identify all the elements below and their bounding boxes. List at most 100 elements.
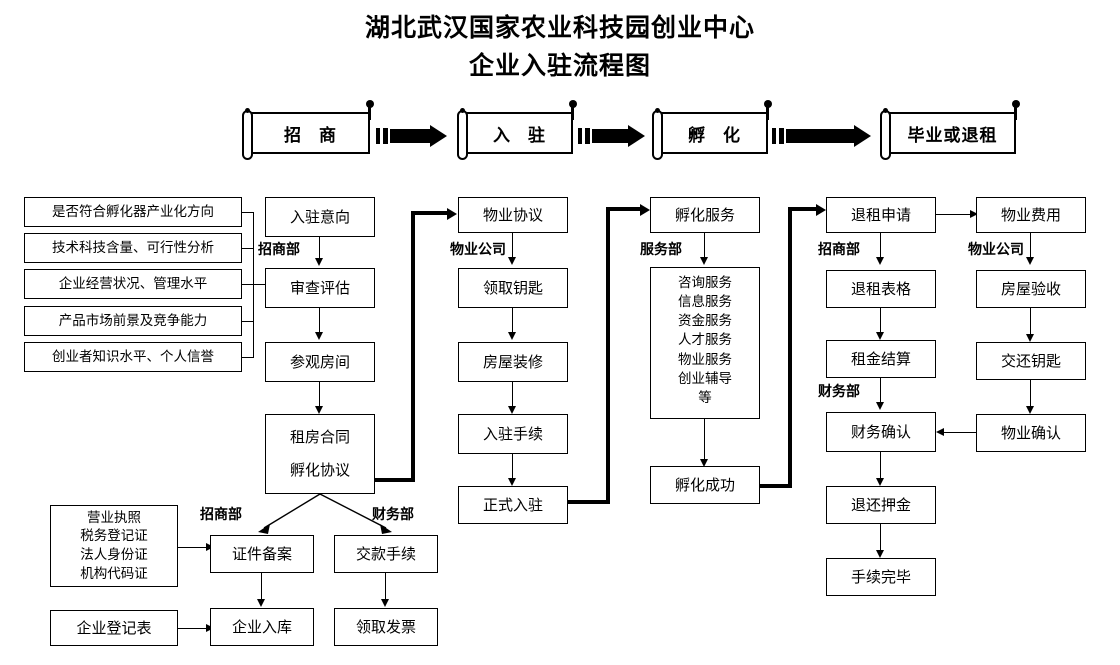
node-rent-settlement: 租金结算 (826, 340, 936, 378)
node-label: 正式入驻 (482, 495, 543, 514)
certificate-item: 税务登记证 (80, 528, 148, 545)
node-collect-keys: 领取钥匙 (458, 268, 568, 308)
node-label: 参观房间 (289, 352, 350, 371)
node-label: 房屋装修 (482, 352, 543, 371)
node-enterprise-warehouse: 企业入库 (210, 608, 314, 646)
edge-decoration-to-procedures-arrow (508, 406, 516, 414)
node-label: 物业协议 (482, 205, 543, 224)
node-label: 租金结算 (850, 349, 911, 368)
edge-exitapp-to-form (880, 233, 882, 263)
edge-certs-to-filing (178, 547, 208, 549)
scroll-roller-right (1014, 104, 1017, 120)
edge-confirm-to-refund-arrow (876, 478, 884, 486)
stage-arrow-2 (578, 125, 645, 147)
criteria-connector-1 (242, 212, 254, 214)
scroll-knob-right (366, 100, 374, 108)
edge-procedures-to-official (512, 454, 514, 484)
node-label: 退租申请 (850, 205, 911, 224)
edge-filing-to-warehouse-arrow (257, 599, 265, 607)
stage-label: 入 驻 (493, 125, 551, 146)
node-deposit-refund: 退还押金 (826, 486, 936, 524)
thick-edge-success-to-exit-h1 (760, 484, 792, 488)
edge-procedures-to-official-arrow (508, 478, 516, 486)
node-lease-contract: 租房合同 孵化协议 (265, 414, 375, 494)
thick-edge-settle-to-service-v (606, 207, 610, 504)
criteria-box-5: 创业者知识水平、个人信誉 (24, 342, 242, 372)
node-label: 企业入库 (231, 617, 292, 636)
edge-exitapp-to-fee (936, 214, 972, 216)
node-official-settle: 正式入驻 (458, 486, 568, 524)
edge-fee-to-inspection (1030, 233, 1032, 263)
edge-filing-to-warehouse (261, 573, 263, 605)
node-exit-application: 退租申请 (826, 197, 936, 233)
node-procedure-complete: 手续完毕 (826, 558, 936, 596)
stage-arrow-3 (772, 125, 872, 147)
stage-label: 毕业或退租 (907, 125, 998, 146)
certificate-item: 机构代码证 (80, 565, 148, 582)
node-certificate-filing: 证件备案 (210, 535, 314, 573)
stage-arrow-1 (376, 125, 448, 147)
edge-exitapp-to-fee-arrow (970, 210, 978, 218)
node-label: 房屋验收 (1000, 279, 1061, 298)
node-label: 领取发票 (355, 617, 416, 636)
service-item: 资金服务 (678, 313, 732, 330)
thick-edge-settle-to-service-h1 (568, 500, 610, 504)
scroll-roller-left (457, 110, 468, 160)
node-house-decoration: 房屋装修 (458, 342, 568, 382)
criteria-label: 企业经营状况、管理水平 (58, 275, 208, 292)
dept-label-finance-2: 财务部 (372, 507, 414, 523)
edge-decoration-to-procedures (512, 382, 514, 412)
thick-edge-contract-to-property-h2 (411, 211, 449, 215)
edge-form-to-settlement (880, 308, 882, 338)
node-visit-room: 参观房间 (265, 342, 375, 382)
scroll-knob-right (1012, 100, 1020, 108)
scroll-roller-right (571, 104, 574, 120)
banner-body: 孵 化 (660, 112, 768, 154)
certificate-item: 法人身份证 (80, 547, 148, 563)
node-collect-invoice: 领取发票 (334, 608, 438, 646)
scroll-roller-left (652, 110, 663, 160)
certificate-item: 营业执照 (87, 509, 141, 526)
node-label: 退还押金 (850, 495, 911, 514)
edge-settlement-to-confirm (880, 378, 882, 408)
thick-edge-settle-to-service-arrow (640, 204, 650, 216)
edge-form-to-settlement-arrow (876, 332, 884, 340)
dept-label-recruitment-1: 招商部 (258, 242, 300, 258)
node-label-line2: 孵化协议 (289, 461, 350, 479)
edge-review-to-visit-arrow (315, 332, 323, 340)
banner-body: 招 商 (250, 112, 370, 154)
stage-banner-settle-in: 入 驻 (455, 100, 577, 160)
node-house-inspection: 房屋验收 (976, 270, 1086, 308)
node-label: 企业登记表 (76, 618, 152, 637)
edge-fee-to-inspection-arrow (1026, 257, 1034, 265)
edge-propconfirm-to-financeconfirm (944, 432, 976, 434)
stage-banner-graduation: 毕业或退租 (878, 100, 1020, 160)
edge-visit-to-contract-arrow (315, 406, 323, 414)
scroll-knob-left (460, 108, 465, 113)
edge-refund-to-complete (880, 524, 882, 556)
stage-banner-recruitment: 招 商 (240, 100, 374, 160)
edge-review-to-visit (319, 308, 321, 338)
dept-label-service: 服务部 (640, 242, 682, 258)
stage-label: 招 商 (284, 125, 342, 146)
node-property-confirm: 物业确认 (976, 414, 1086, 452)
criteria-label: 是否符合孵化器产业化方向 (52, 203, 214, 220)
node-label: 物业费用 (1000, 205, 1061, 224)
node-settle-intent: 入驻意向 (265, 197, 375, 237)
criteria-label: 技术科技含量、可行性分析 (52, 239, 214, 256)
criteria-label: 创业者知识水平、个人信誉 (52, 348, 214, 365)
edge-propconfirm-to-financeconfirm-arrow (936, 428, 944, 436)
edge-returnkeys-to-propconfirm (1030, 380, 1032, 412)
service-item: 人才服务 (678, 332, 732, 349)
node-incubation-service: 孵化服务 (650, 197, 760, 233)
edge-service-to-items-arrow (700, 257, 708, 265)
node-label: 物业确认 (1000, 423, 1061, 442)
node-label: 入驻意向 (289, 207, 350, 226)
scroll-roller-left (880, 110, 891, 160)
criteria-connector-3 (242, 284, 254, 286)
thick-edge-success-to-exit-v (788, 207, 792, 488)
thick-edge-contract-to-property-v (411, 211, 415, 482)
criteria-box-3: 企业经营状况、管理水平 (24, 269, 242, 299)
edge-inspection-to-returnkeys-arrow (1026, 334, 1034, 342)
